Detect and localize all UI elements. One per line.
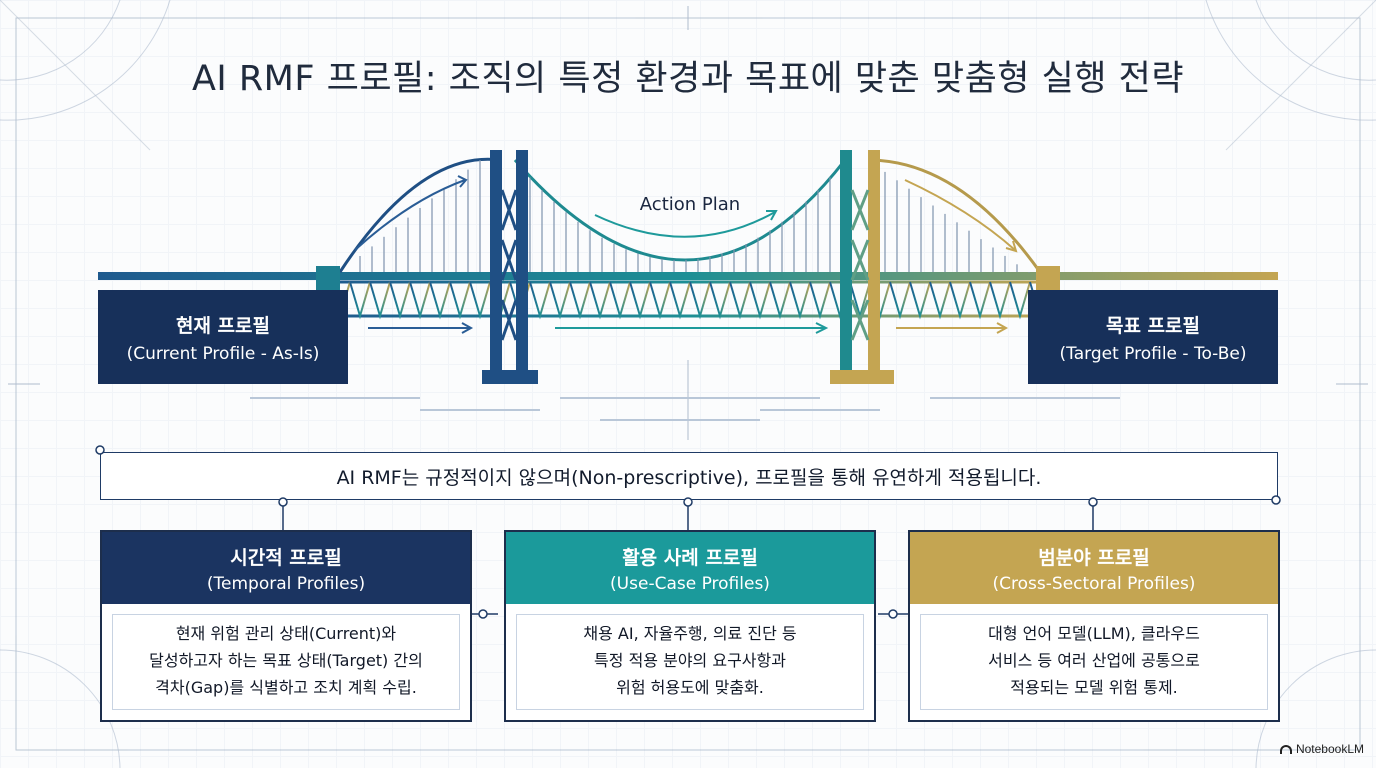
tower-left — [482, 150, 538, 384]
bridge-deck — [98, 272, 1278, 280]
cable-right — [867, 158, 1042, 273]
card-title: 시간적 프로필 — [230, 546, 342, 569]
card-line: 특정 적용 분야의 요구사항과 — [594, 650, 786, 670]
flow-arrows — [354, 175, 1018, 334]
card-line: 채용 AI, 자율주행, 의료 진단 등 — [583, 623, 797, 643]
card-description: 대형 언어 모델(LLM), 클라우드 서비스 등 여러 산업에 공통으로 적용… — [910, 604, 1278, 716]
target-profile-block: 목표 프로필 (Target Profile - To-Be) — [1028, 290, 1278, 384]
card-line: 적용되는 모델 위험 통제. — [1010, 677, 1178, 697]
card-description: 채용 AI, 자율주행, 의료 진단 등 특정 적용 분야의 요구사항과 위험 … — [506, 604, 874, 716]
card-cross-sectoral-profiles: 범분야 프로필 (Cross-Sectoral Profiles) 대형 언어 … — [908, 530, 1280, 722]
current-profile-sublabel: (Current Profile - As-Is) — [126, 343, 320, 364]
cable-left — [338, 157, 501, 273]
card-line: 대형 언어 모델(LLM), 클라우드 — [988, 623, 1200, 643]
tower-right — [830, 150, 894, 384]
card-line: 위험 허용도에 맞춤화. — [616, 677, 764, 697]
card-header: 시간적 프로필 (Temporal Profiles) — [102, 532, 470, 604]
card-use-case-profiles: 활용 사례 프로필 (Use-Case Profiles) 채용 AI, 자율주… — [504, 530, 876, 722]
card-description: 현재 위험 관리 상태(Current)와 달성하고자 하는 목표 상태(Tar… — [102, 604, 470, 716]
watermark-text: NotebookLM — [1295, 742, 1364, 756]
card-subtitle: (Cross-Sectoral Profiles) — [992, 573, 1196, 594]
bridge-illustration — [98, 150, 1278, 421]
water-lines — [250, 397, 1120, 421]
notebooklm-logo-icon — [1279, 744, 1292, 754]
page-title: AI RMF 프로필: 조직의 특정 환경과 목표에 맞춘 맞춤형 실행 전략 — [191, 59, 1185, 99]
card-title: 범분야 프로필 — [1038, 546, 1150, 569]
card-line: 서비스 등 여러 산업에 공통으로 — [988, 650, 1200, 670]
target-profile-sublabel: (Target Profile - To-Be) — [1059, 343, 1247, 364]
cable-main — [513, 159, 847, 262]
card-subtitle: (Use-Case Profiles) — [610, 573, 770, 594]
card-subtitle: (Temporal Profiles) — [206, 573, 366, 594]
card-temporal-profiles: 시간적 프로필 (Temporal Profiles) 현재 위험 관리 상태(… — [100, 530, 472, 722]
card-line: 현재 위험 관리 상태(Current)와 — [175, 623, 397, 643]
card-line: 격차(Gap)를 식별하고 조치 계획 수립. — [155, 677, 417, 697]
card-title: 활용 사례 프로필 — [622, 546, 758, 569]
card-header: 범분야 프로필 (Cross-Sectoral Profiles) — [910, 532, 1278, 604]
current-profile-label: 현재 프로필 — [175, 314, 270, 337]
card-line: 달성하고자 하는 목표 상태(Target) 간의 — [149, 650, 423, 670]
non-prescriptive-banner: AI RMF는 규정적이지 않으며(Non-prescriptive), 프로필… — [100, 452, 1278, 500]
action-plan-label: Action Plan — [639, 194, 741, 215]
notebooklm-watermark: NotebookLM — [1279, 742, 1364, 756]
card-header: 활용 사례 프로필 (Use-Case Profiles) — [506, 532, 874, 604]
current-profile-block: 현재 프로필 (Current Profile - As-Is) — [98, 290, 348, 384]
target-profile-label: 목표 프로필 — [1105, 314, 1200, 337]
